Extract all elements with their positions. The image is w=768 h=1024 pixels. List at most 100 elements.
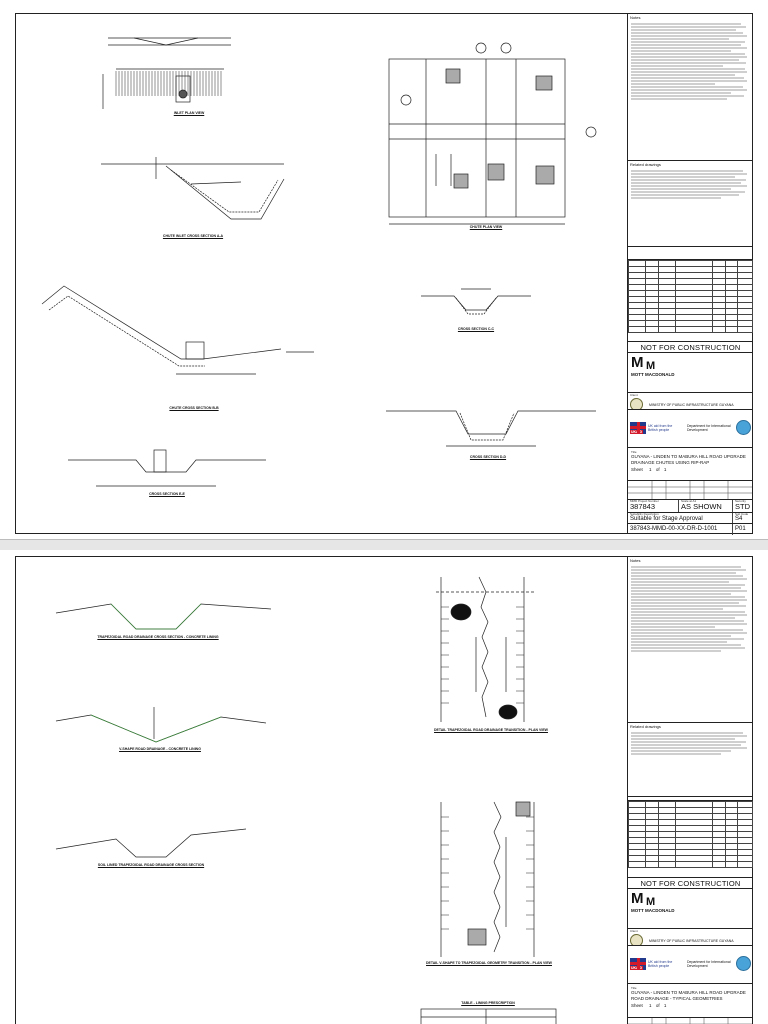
globe-logo-icon — [736, 956, 751, 971]
scale-label: Scale at A1 — [681, 500, 697, 503]
drawing-label: TRAPEZOIDAL ROAD DRAINAGE CROSS SECTION … — [97, 635, 219, 639]
sheet-of: of — [655, 1003, 660, 1008]
sheet-frame: INLET PLAN VIEW CHUTE INLET CROSS SECTIO… — [15, 13, 753, 535]
drawing-label: SOIL LINED TRAPEZOIDAL ROAD DRAINAGE CRO… — [97, 863, 205, 867]
project-number-label: MMD Project Number — [630, 500, 659, 503]
status-banner: NOT FOR CONSTRUCTION — [628, 878, 753, 889]
transition-plan-2-drawing — [440, 801, 535, 957]
consultant-logo: M M MOTT MACDONALD — [628, 353, 753, 393]
sheet-label: Sheet — [631, 467, 643, 472]
security-label: Security — [735, 500, 746, 503]
drawing-label: INLET PLAN VIEW — [173, 111, 205, 115]
drawing-label: TABLE - LINING PRESCRIPTION — [461, 1001, 515, 1005]
sheet-number: 1 — [649, 467, 652, 472]
title-block: Notes Related drawings — [627, 557, 753, 1024]
consultant-name: MOTT MACDONALD — [631, 372, 675, 377]
funder-note: Department for International Development — [686, 959, 731, 968]
drawing-title: DRAINAGE CHUTES USING RIP-RAP — [631, 460, 710, 465]
drawing-area: INLET PLAN VIEW CHUTE INLET CROSS SECTIO… — [16, 14, 627, 533]
related-title: Related drawings — [630, 162, 661, 167]
coat-of-arms-icon — [630, 934, 643, 945]
related-drawings-panel: Related drawings — [628, 723, 753, 797]
suitability-code: S4 — [735, 516, 743, 522]
notes-title: Notes — [630, 558, 641, 563]
cross-section-b-drawing — [41, 285, 314, 375]
title-panel: Title GUYANA - LINDEN TO MABURA HILL ROA… — [628, 984, 753, 1018]
cross-section-a-drawing — [101, 157, 285, 220]
related-drawings-panel: Related drawings — [628, 161, 753, 247]
coat-of-arms-icon — [630, 398, 643, 409]
client-label: Client — [630, 393, 638, 397]
sheet-of: of — [655, 467, 660, 472]
globe-logo-icon — [736, 420, 751, 435]
consultant-logo: M M MOTT MACDONALD — [628, 889, 753, 929]
transition-plan-1-drawing — [436, 576, 536, 722]
funder-name: UK aid from the British people — [648, 959, 673, 968]
drawing-sheet-2: TRAPEZOIDAL ROAD DRAINAGE CROSS SECTION … — [0, 550, 768, 1024]
title-label: Title — [631, 450, 637, 454]
cross-section-e-drawing — [68, 449, 266, 487]
suitability-label: Suitability Description — [630, 513, 659, 516]
funder-panel: UKAID UK aid from the British people Dep… — [628, 946, 753, 984]
drawing-area: TRAPEZOIDAL ROAD DRAINAGE CROSS SECTION … — [16, 557, 627, 1024]
suitability-row: Suitability Description Suitable for Sta… — [628, 513, 753, 524]
drawing-label: CHUTE PLAN VIEW — [469, 225, 503, 229]
trapezoidal-section-drawing — [55, 603, 272, 630]
client-panel: Client MINISTRY OF PUBLIC INFRASTRUCTURE… — [628, 929, 753, 946]
status-banner: NOT FOR CONSTRUCTION — [628, 342, 753, 353]
inlet-plan-drawing — [102, 37, 231, 109]
soil-lined-section-drawing — [55, 828, 247, 858]
client-name: MINISTRY OF PUBLIC INFRASTRUCTURE GUYANA — [649, 402, 734, 407]
project-name: GUYANA - LINDEN TO MABURA HILL ROAD UPGR… — [631, 990, 746, 995]
chute-plan-drawing — [388, 42, 597, 225]
uk-flag-icon: UKAID — [630, 957, 646, 970]
consultant-name: MOTT MACDONALD — [631, 908, 675, 913]
drawing-label: CHUTE INLET CROSS SECTION A-A — [162, 234, 224, 238]
revision-table — [628, 800, 753, 878]
logo-mark: M — [631, 354, 644, 371]
notes-panel: Notes — [628, 14, 753, 161]
security-value: STD — [735, 502, 750, 511]
signoff-grid — [628, 1018, 752, 1024]
project-info-row: MMD Project Number 387843 Scale at A1 AS… — [628, 500, 753, 513]
drawing-label: V-SHAPE ROAD DRAINAGE - CONCRETE LINING — [119, 747, 201, 751]
logo-mark-secondary: M — [646, 360, 656, 372]
signoff-grid — [628, 481, 752, 499]
drawing-sheet-1: INLET PLAN VIEW CHUTE INLET CROSS SECTIO… — [15, 13, 753, 535]
drawing-number-row: 387843-MMD-00-XX-DR-D-1001 P01 — [628, 524, 753, 535]
suitability-value: Suitable for Stage Approval — [630, 516, 703, 522]
notes-title: Notes — [630, 15, 641, 20]
revision-table — [628, 259, 753, 342]
client-name: MINISTRY OF PUBLIC INFRASTRUCTURE GUYANA — [649, 938, 734, 943]
notes-panel: Notes — [628, 557, 753, 723]
drawing-label: CROSS SECTION E-E — [149, 492, 185, 496]
sheet-number: 1 — [649, 1003, 652, 1008]
cross-section-c-drawing — [421, 288, 531, 315]
related-title: Related drawings — [630, 724, 661, 729]
drawing-title: ROAD DRAINAGE - TYPICAL GEOMETRIES — [631, 996, 723, 1001]
drawing-label: DETAIL TRAPEZOIDAL ROAD DRAINAGE TRANSIT… — [434, 728, 548, 732]
logo-mark-secondary: M — [646, 896, 656, 908]
uk-flag-icon: UKAID — [630, 421, 646, 434]
client-label: Client — [630, 929, 638, 933]
title-block: Notes Related drawings — [627, 14, 753, 535]
title-panel: Title GUYANA - LINDEN TO MABURA HILL ROA… — [628, 448, 753, 481]
client-panel: Client MINISTRY OF PUBLIC INFRASTRUCTURE… — [628, 393, 753, 410]
technical-drawings — [41, 37, 597, 487]
funder-panel: UKAID UK aid from the British people Dep… — [628, 410, 753, 448]
project-number: 387843 — [630, 502, 656, 511]
ukaid-text: UKAID — [630, 965, 644, 970]
v-shape-section-drawing — [55, 707, 267, 743]
drawing-number: 387843-MMD-00-XX-DR-D-1001 — [630, 526, 718, 532]
scale-value: AS SHOWN — [681, 502, 722, 511]
logo-mark: M — [631, 890, 644, 907]
funder-name: UK aid from the British people — [648, 423, 673, 432]
drawing-label: CROSS SECTION C-C — [457, 327, 495, 331]
suitability-code-label: Suit Code — [735, 513, 749, 516]
sheet-total: 1 — [663, 1003, 667, 1008]
drawing-label: DETAIL V-SHAPE TO TRAPEZOIDAL GEOMETRY T… — [426, 961, 552, 965]
technical-drawings — [55, 576, 557, 1024]
drawing-label: CROSS SECTION D-D — [469, 455, 507, 459]
cross-section-d-drawing — [386, 410, 596, 447]
ukaid-text: UKAID — [630, 429, 644, 434]
